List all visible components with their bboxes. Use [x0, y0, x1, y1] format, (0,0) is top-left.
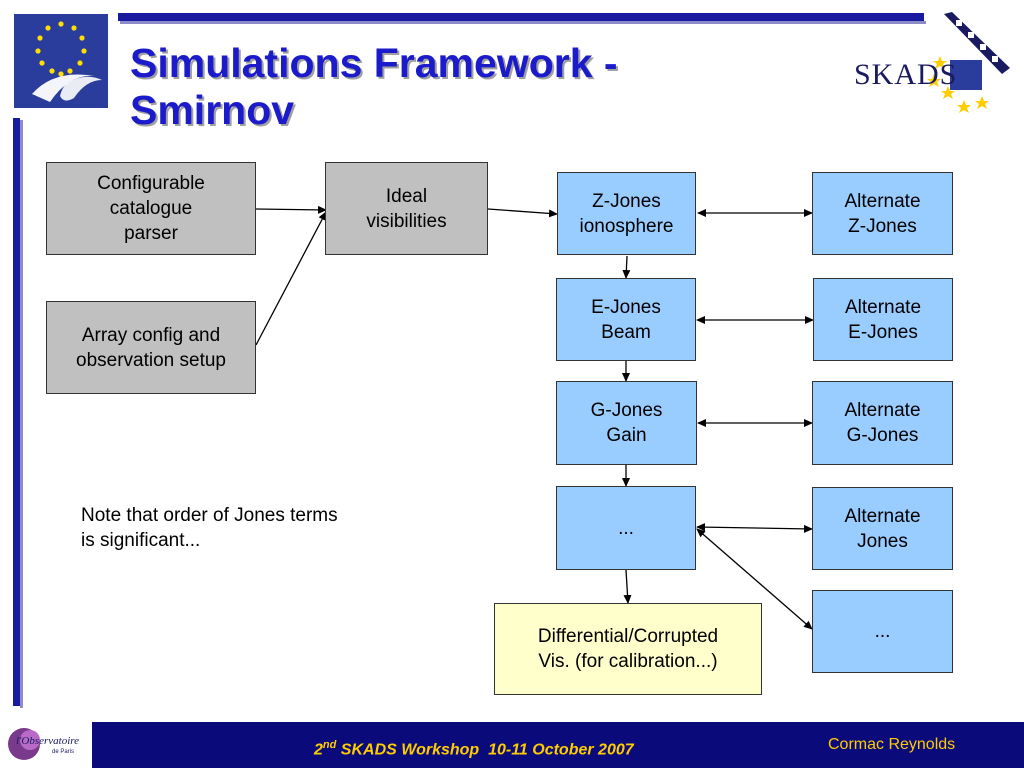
- left-bar-shadow: [20, 120, 23, 708]
- differential-vis-box: Differential/Corrupted Vis. (for calibra…: [494, 603, 762, 695]
- e-jones-box: E-Jones Beam: [556, 278, 696, 361]
- page-title: Simulations Framework - Smirnov: [130, 40, 618, 133]
- arrow-ideal-to-z: [487, 208, 558, 218]
- arrow-ellipsis-alt-jones: [696, 523, 813, 533]
- z-jones-box: Z-Jones ionosphere: [557, 172, 696, 255]
- footer-author: Cormac Reynolds: [828, 736, 956, 753]
- alternate-jones-box: Alternate Jones: [812, 487, 953, 570]
- footer-workshop-text: SKADS Workshop 10-11 October 2007: [336, 741, 634, 759]
- header-bar: [118, 13, 924, 21]
- footer-ordinal-suffix: nd: [322, 739, 337, 751]
- alternate-z-jones-box: Alternate Z-Jones: [812, 172, 953, 255]
- observatoire-logo-text: l'Observatoire: [16, 735, 80, 747]
- arrow-array-to-ideal: [255, 211, 327, 346]
- array-config-box: Array config and observation setup: [46, 301, 256, 394]
- observatoire-logo: l'Observatoire de Paris: [0, 722, 92, 768]
- arrow-ellipsis-to-differential: [623, 569, 632, 604]
- footer-ordinal: 2: [314, 741, 323, 759]
- footer-bar: [0, 722, 1024, 768]
- arrow-ellipsis-alt-ellipsis: [696, 528, 813, 630]
- alternate-e-jones-box: Alternate E-Jones: [813, 278, 953, 361]
- header-bar-shadow: [120, 21, 926, 24]
- ideal-visibilities-box: Ideal visibilities: [325, 162, 488, 255]
- left-bar: [13, 118, 20, 706]
- ellipsis-box: ...: [556, 486, 696, 570]
- skads-logo: SKADS: [852, 12, 1022, 124]
- g-jones-box: G-Jones Gain: [556, 381, 697, 465]
- observatoire-logo-subtext: de Paris: [52, 749, 75, 755]
- arrow-z-to-e: [622, 255, 631, 279]
- jones-order-note: Note that order of Jones terms is signif…: [81, 505, 338, 551]
- footer-workshop: 2nd SKADS Workshop 10-11 October 2007: [314, 735, 634, 760]
- alternate-ellipsis-box: ...: [812, 590, 953, 673]
- alternate-g-jones-box: Alternate G-Jones: [812, 381, 953, 465]
- arrow-parser-to-ideal: [255, 205, 327, 214]
- eu-fp6-logo: [14, 14, 108, 108]
- catalogue-parser-box: Configurable catalogue parser: [46, 162, 256, 255]
- skads-logo-text: SKADS: [854, 58, 958, 91]
